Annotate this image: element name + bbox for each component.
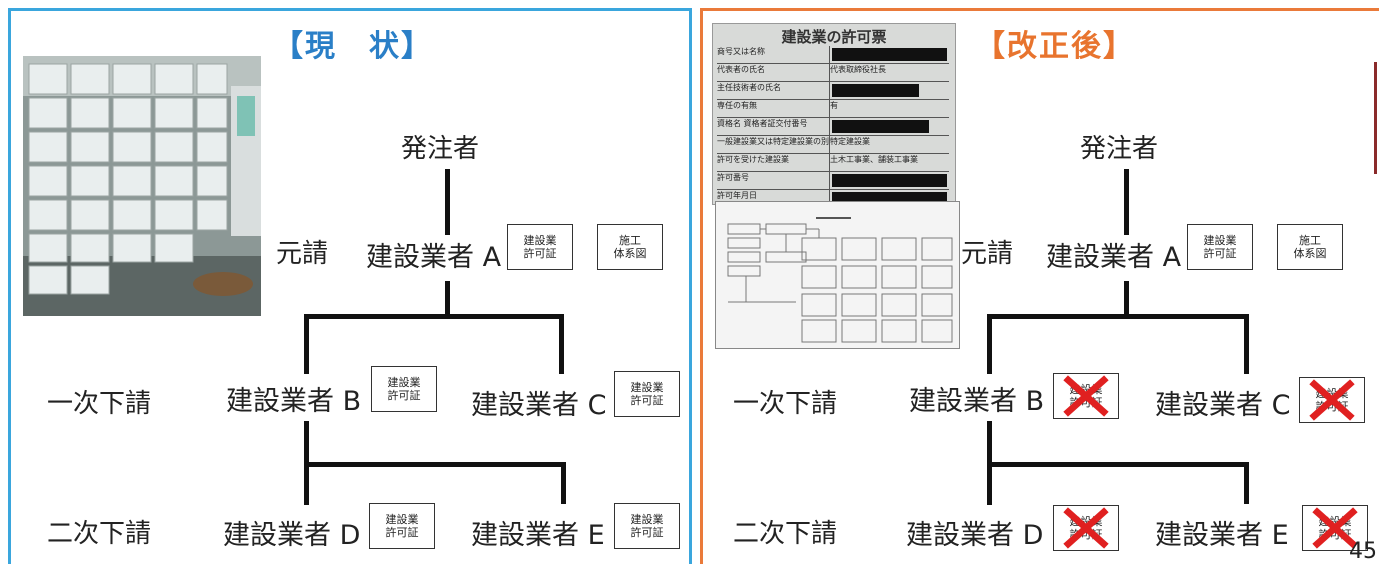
- role-first-sub: 一次下請: [733, 389, 838, 419]
- connector-a-down: [1124, 281, 1129, 317]
- connector-client-a: [1124, 169, 1129, 235]
- license-doc-e: 建設業 許可証: [614, 503, 680, 549]
- permit-row: 一般建設業又は特定建設業の別特定建設業: [717, 136, 949, 154]
- revised-heading: 【改正後】: [975, 29, 1135, 64]
- system-chart-doc: 施工 体系図: [597, 224, 663, 270]
- license-doc-b-removed: 建設業 許可証: [1053, 373, 1119, 419]
- contractor-c: 建設業者 C: [471, 390, 607, 421]
- role-second-sub: 二次下請: [47, 519, 152, 549]
- contractor-b: 建設業者 B: [226, 386, 362, 417]
- contractor-e: 建設業者 E: [1155, 520, 1289, 551]
- license-doc-b: 建設業 許可証: [371, 366, 437, 412]
- permit-row: 許可を受けた建設業土木工事業、舗装工事業: [717, 154, 949, 172]
- permit-sign-photo: 建設業の許可票 商号又は名称 代表者の氏名代表取締役社長 主任技術者の氏名 専任…: [712, 23, 956, 205]
- connector-a-branch: [987, 314, 1247, 319]
- connector-b-branch: [987, 462, 1249, 467]
- license-doc-a: 建設業 許可証: [1187, 224, 1253, 270]
- contractor-e: 建設業者 E: [471, 520, 605, 551]
- license-doc-d: 建設業 許可証: [369, 503, 435, 549]
- connector-to-b: [987, 314, 992, 374]
- client-label: 発注者: [1080, 134, 1159, 164]
- contractor-d: 建設業者 D: [906, 520, 1044, 551]
- connector-to-e: [561, 462, 566, 504]
- permit-row: 許可番号: [717, 172, 949, 190]
- connector-a-down: [445, 281, 450, 317]
- connector-to-b: [304, 314, 309, 374]
- contractor-a: 建設業者 A: [1046, 242, 1182, 273]
- license-doc-d-removed: 建設業 許可証: [1053, 505, 1119, 551]
- current-heading: 【現 状】: [273, 29, 433, 64]
- contractor-d: 建設業者 D: [223, 520, 361, 551]
- license-doc-c: 建設業 許可証: [614, 371, 680, 417]
- role-first-sub: 一次下請: [47, 389, 152, 419]
- red-x-mark-icon: [1312, 507, 1358, 549]
- connector-client-a: [445, 169, 450, 235]
- license-doc-c-removed: 建設業 許可証: [1299, 377, 1365, 423]
- permit-row: 専任の有無有: [717, 100, 949, 118]
- permit-row: 代表者の氏名代表取締役社長: [717, 64, 949, 82]
- connector-to-c: [559, 314, 564, 374]
- license-doc-a: 建設業 許可証: [507, 224, 573, 270]
- slide-edge-marker: [1374, 62, 1377, 174]
- connector-to-c: [1244, 314, 1249, 374]
- contractor-b: 建設業者 B: [909, 386, 1045, 417]
- permit-sign-table: 商号又は名称 代表者の氏名代表取締役社長 主任技術者の氏名 専任の有無有 資格名…: [717, 46, 949, 204]
- role-second-sub: 二次下請: [733, 519, 838, 549]
- license-wall-photo: [23, 56, 261, 316]
- permit-row: 主任技術者の氏名: [717, 82, 949, 100]
- permit-row: 商号又は名称: [717, 46, 949, 64]
- red-x-mark-icon: [1063, 375, 1109, 417]
- page-number: 45: [1349, 539, 1377, 564]
- role-prime: 元請: [276, 239, 329, 269]
- red-x-mark-icon: [1309, 379, 1355, 421]
- system-chart-photo: [715, 201, 960, 349]
- connector-a-branch: [304, 314, 562, 319]
- permit-sign-title: 建設業の許可票: [781, 28, 887, 46]
- connector-to-e: [1244, 462, 1249, 504]
- license-doc-e-removed: 建設業 許可証: [1302, 505, 1368, 551]
- connector-b-branch: [304, 462, 566, 467]
- system-chart-doc: 施工 体系図: [1277, 224, 1343, 270]
- contractor-c: 建設業者 C: [1155, 390, 1291, 421]
- current-panel: 【現 状】 発注者 元請 建設業者 A 建設業: [8, 8, 692, 564]
- contractor-a: 建設業者 A: [366, 242, 502, 273]
- red-x-mark-icon: [1063, 507, 1109, 549]
- role-prime: 元請: [961, 239, 1014, 269]
- permit-row: 資格名 資格者証交付番号: [717, 118, 949, 136]
- client-label: 発注者: [401, 134, 480, 164]
- revised-panel: 【改正後】 建設業の許可票 商号又は名称 代表者の氏名代表取締役社長 主任技術者…: [700, 8, 1379, 564]
